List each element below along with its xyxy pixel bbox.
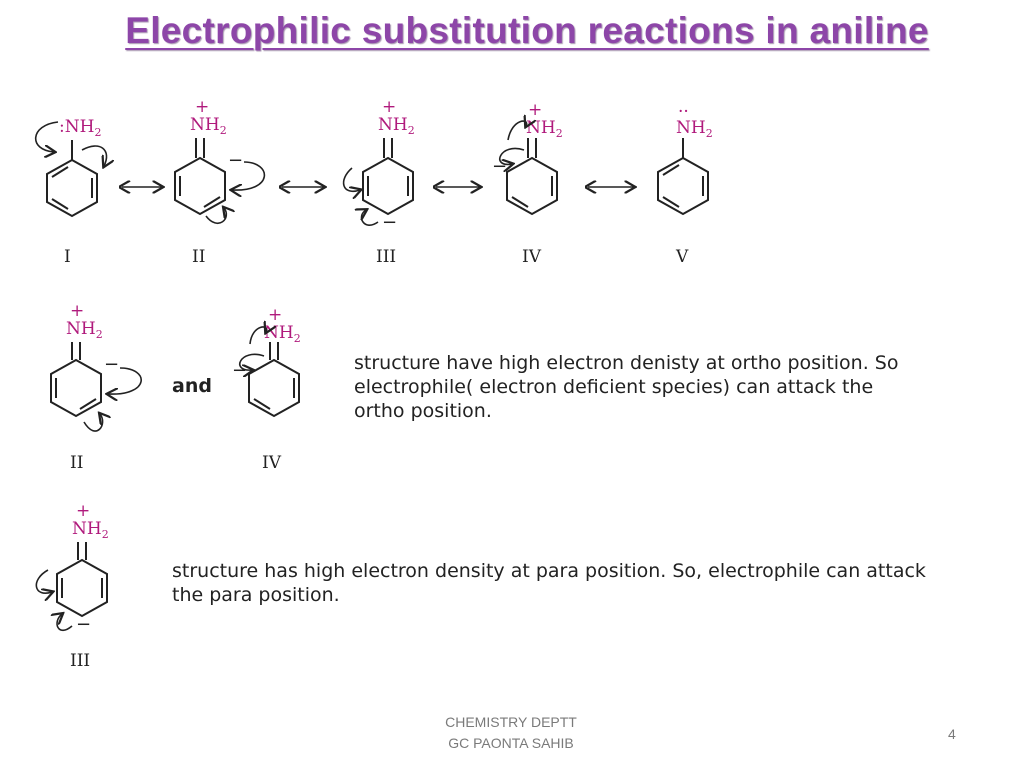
svg-text:III: III — [70, 651, 90, 671]
electron-arrow — [342, 167, 360, 191]
footer-department: CHEMISTRY DEPTT GC PAONTA SAHIB — [445, 714, 577, 751]
svg-text:NH2: NH2 — [72, 519, 109, 541]
para-explanation: structure has high electron density at p… — [172, 560, 926, 606]
structure-II: + NH2 − II — [174, 97, 266, 267]
svg-text:−: − — [104, 354, 119, 375]
structure-IV-label: IV — [522, 247, 542, 267]
structure-III-label: III — [376, 247, 396, 267]
svg-text:+: + — [70, 301, 84, 321]
charge-plus: + — [195, 97, 209, 117]
structure-II-group: NH2 — [190, 115, 227, 137]
svg-text:IV: IV — [262, 453, 282, 473]
structure-I: :NH2 I — [34, 117, 107, 267]
resonance-row: :NH2 I + NH2 − II + NH2 − III — [34, 97, 713, 267]
structure-II-ortho: + NH2 − II — [50, 301, 142, 473]
svg-text:−: − — [382, 212, 397, 233]
structure-V-group: NH2 — [676, 118, 713, 140]
page-number: 4 — [948, 726, 956, 742]
slide-title: Electrophilic substitution reactions in … — [125, 10, 929, 51]
ortho-explanation: structure have high electron denisty at … — [354, 352, 899, 422]
charge-plus: + — [528, 100, 542, 120]
structure-IV-ortho: + NH2 − IV — [232, 305, 301, 473]
ortho-structures: + NH2 − II + NH2 − IV — [50, 301, 301, 473]
structure-IV-group: NH2 — [526, 118, 563, 140]
structure-III: + NH2 − III — [342, 97, 415, 267]
svg-text:−: − — [228, 150, 243, 171]
structure-I-group: :NH2 — [59, 117, 101, 139]
structure-I-label: I — [64, 247, 71, 267]
electron-arrow — [34, 121, 59, 152]
svg-text:II: II — [70, 453, 83, 473]
svg-text:NH2: NH2 — [66, 319, 103, 341]
charge-plus: + — [382, 97, 396, 117]
electron-arrow — [205, 208, 226, 224]
electron-arrow — [507, 121, 527, 141]
structure-V-label: V — [675, 247, 689, 267]
para-structure: + NH2 − III — [35, 501, 109, 671]
structure-III-group: NH2 — [378, 115, 415, 137]
electron-arrow — [499, 147, 525, 164]
structure-IV: + NH2 − IV — [492, 100, 563, 267]
structure-V: ·· NH2 V — [657, 102, 713, 267]
lone-pair-dots: ·· — [678, 102, 689, 122]
electron-arrow — [81, 145, 107, 166]
and-connector: and — [172, 375, 212, 397]
structure-II-label: II — [192, 247, 205, 267]
structure-III-para: + NH2 − III — [35, 501, 109, 671]
svg-text:−: − — [76, 614, 91, 635]
electron-arrow — [362, 210, 379, 226]
svg-text:+: + — [268, 305, 282, 325]
electron-arrow — [232, 161, 266, 190]
svg-text:+: + — [76, 501, 90, 521]
svg-text:NH2: NH2 — [264, 323, 301, 345]
